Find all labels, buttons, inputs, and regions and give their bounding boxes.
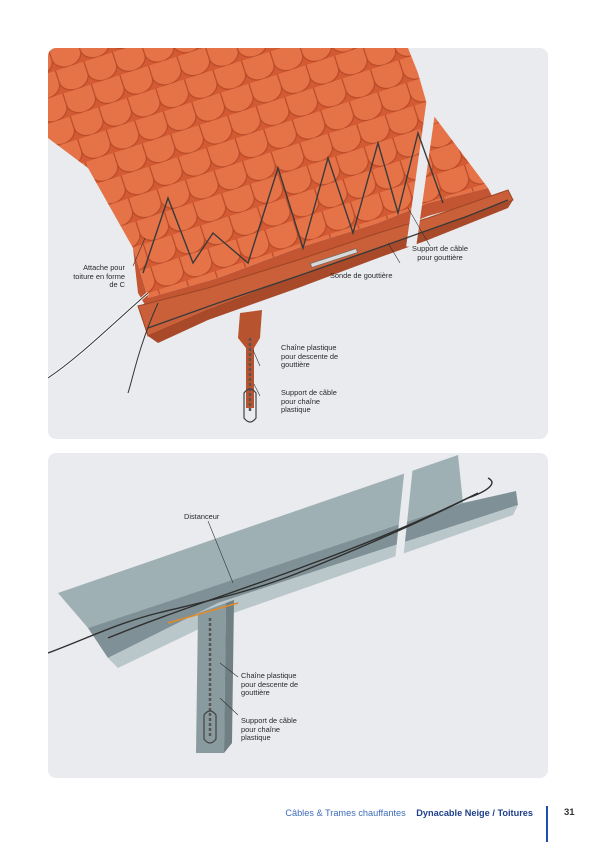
page-footer: Câbles & Trames chauffantes Dynacable Ne… xyxy=(285,808,533,818)
label-chain-cable-support-gutter: Support de câble pour chaîne plastique xyxy=(241,716,297,743)
heating-cable-roof xyxy=(142,130,444,274)
gutter-back-wall xyxy=(58,455,463,628)
gutter-sensor xyxy=(310,248,358,268)
label-roof-clip: Attache pour toiture en forme de C xyxy=(73,263,125,290)
page-number: 31 xyxy=(564,807,575,818)
label-downpipe-chain-gutter: Chaîne plastique pour descente de goutti… xyxy=(241,671,299,698)
label-gutter-sensor: Sonde de gouttière xyxy=(330,271,393,280)
label-spacer: Distanceur xyxy=(184,512,220,521)
gutter-lip xyxy=(108,505,518,668)
gutter-front xyxy=(148,200,513,343)
gutter-illustration-panel: Distanceur Chaîne plastique pour descent… xyxy=(48,453,548,778)
roof-illustration-panel: Attache pour toiture en forme de C Sonde… xyxy=(48,48,548,439)
roof-tiles xyxy=(48,48,488,298)
label-chain-cable-support: Support de câble pour chaîne plastique xyxy=(281,388,337,415)
footer-section: Câbles & Trames chauffantes xyxy=(285,808,406,818)
spacer xyxy=(167,602,239,624)
label-downpipe-chain: Chaîne plastique pour descente de goutti… xyxy=(281,343,339,370)
zinc-gutter-illustration xyxy=(48,453,518,753)
gutter-channel xyxy=(88,491,518,658)
roof-edge xyxy=(133,188,493,310)
footer-divider xyxy=(546,806,548,842)
label-gutter-cable-support: Support de câble pour gouttière xyxy=(412,244,468,262)
roof-gutter-illustration xyxy=(48,48,514,423)
heating-cable-gutter xyxy=(147,199,509,329)
footer-title: Dynacable Neige / Toitures xyxy=(416,808,533,818)
